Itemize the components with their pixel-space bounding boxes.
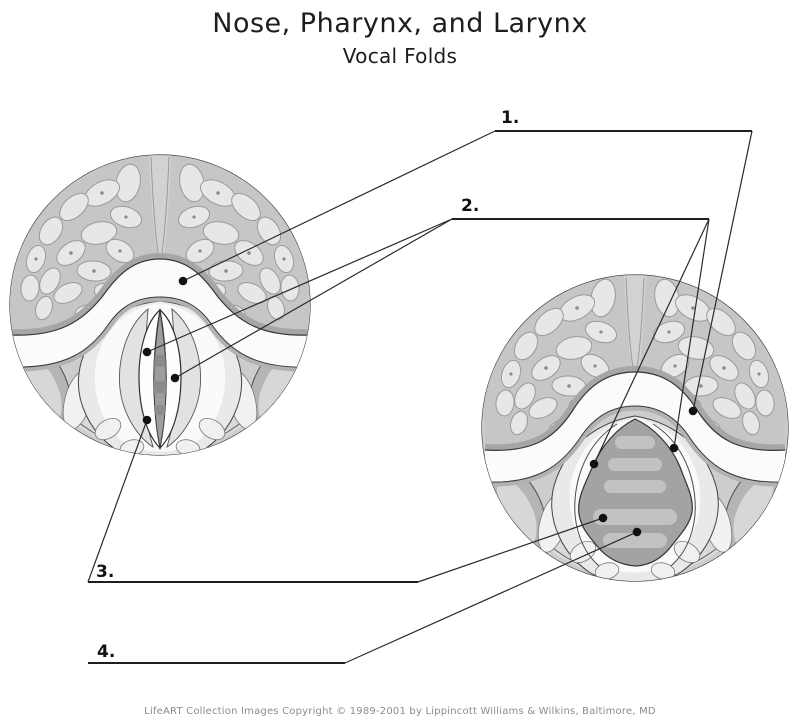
page-subtitle: Vocal Folds	[342, 44, 458, 68]
median-groove	[624, 276, 646, 370]
dot-2b-open	[589, 459, 599, 469]
label-dots	[142, 276, 698, 537]
leader-3-right	[417, 517, 604, 583]
dot-2b-closed	[170, 373, 180, 383]
page-title: Nose, Pharynx, and Larynx	[212, 8, 588, 39]
dot-1-open	[688, 406, 698, 416]
epiglottis-arch	[10, 258, 310, 372]
label-number-1: 1.	[501, 108, 520, 128]
leader-2-right-b	[673, 218, 710, 449]
dot-1-closed	[178, 276, 188, 286]
figure-vocal-folds-open	[481, 274, 789, 582]
label-number-2: 2.	[461, 196, 480, 216]
epiglottis-arch	[484, 371, 786, 487]
trachea-opening	[578, 418, 693, 567]
copyright-credit: LifeART Collection Images Copyright © 19…	[144, 706, 656, 717]
leader-3-left	[87, 419, 148, 583]
larynx-inlet-open	[551, 415, 719, 581]
label-number-4: 4.	[97, 642, 116, 662]
larynx-inlet-closed	[77, 300, 243, 455]
leader-4	[344, 531, 638, 664]
leader-2-left-b	[174, 218, 453, 379]
leader-lines	[87, 130, 753, 664]
figure-vocal-folds-closed	[9, 154, 311, 456]
leader-2-right-a	[593, 218, 710, 465]
dot-2a-closed	[142, 347, 152, 357]
dot-3-closed	[142, 415, 152, 425]
leader-2-left-a	[146, 218, 453, 353]
dot-4-open	[632, 527, 642, 537]
answer-blanks	[88, 130, 752, 664]
dot-2a-open	[669, 443, 679, 453]
leader-1-right	[692, 130, 753, 412]
tracheal-rings	[593, 436, 677, 548]
leader-1-left	[182, 130, 496, 282]
label-number-3: 3.	[96, 562, 115, 582]
median-groove	[149, 156, 171, 255]
dot-3-open	[598, 513, 608, 523]
